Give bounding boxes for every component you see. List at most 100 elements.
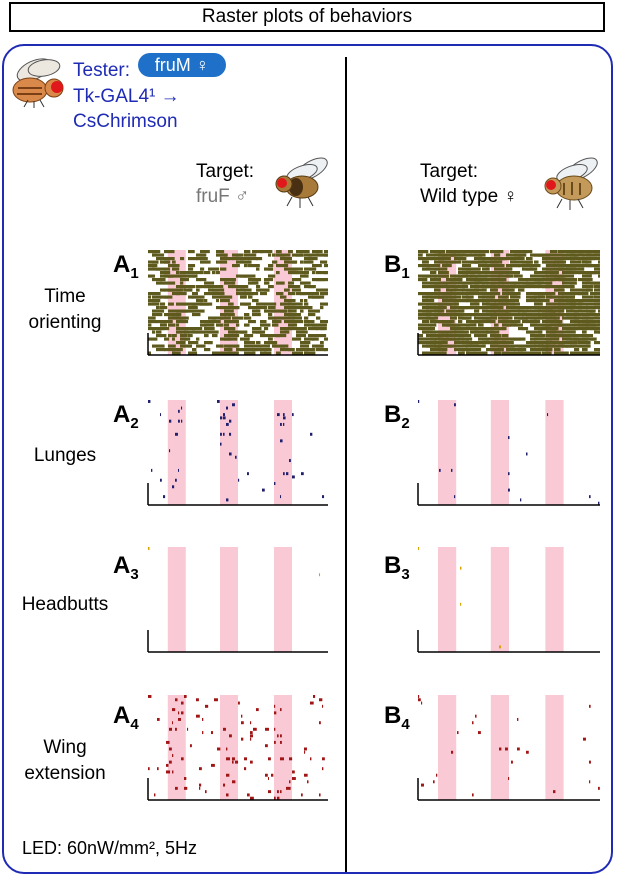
event-mark — [232, 757, 235, 761]
event-mark — [226, 757, 230, 761]
event-mark — [250, 796, 254, 800]
event-mark — [224, 323, 230, 327]
event-mark — [228, 337, 238, 341]
event-mark — [308, 313, 316, 317]
event-mark — [436, 773, 438, 777]
event-mark — [166, 740, 170, 744]
event-mark — [260, 351, 272, 355]
raster-a2-lunges — [147, 400, 328, 506]
event-mark — [590, 309, 596, 313]
event-mark — [216, 323, 224, 327]
event-mark — [277, 734, 279, 738]
event-mark — [558, 341, 565, 345]
event-mark — [554, 299, 562, 303]
tester-effector: CsChrimson — [73, 111, 178, 132]
event-mark — [553, 790, 556, 794]
event-mark — [434, 267, 441, 271]
event-mark — [304, 253, 312, 257]
event-mark — [518, 264, 524, 268]
event-mark — [268, 790, 272, 794]
event-mark — [308, 327, 318, 331]
event-mark — [430, 271, 437, 275]
event-mark — [148, 695, 152, 698]
event-mark — [164, 250, 175, 254]
event-mark — [196, 271, 204, 275]
event-mark — [558, 313, 564, 317]
event-mark — [562, 306, 574, 310]
event-mark — [594, 313, 599, 317]
event-mark — [223, 416, 226, 420]
event-mark — [240, 348, 249, 352]
event-mark — [169, 727, 172, 731]
event-mark — [184, 695, 187, 698]
event-mark — [586, 316, 599, 320]
event-mark — [466, 295, 472, 299]
event-mark — [180, 341, 186, 345]
event-mark — [300, 271, 307, 275]
event-mark — [172, 485, 175, 489]
event-mark — [232, 285, 245, 289]
panel-label-a2: A2 — [113, 401, 139, 432]
event-mark — [238, 478, 240, 482]
event-mark — [450, 344, 468, 348]
event-mark — [148, 400, 151, 403]
event-mark — [274, 711, 277, 715]
event-mark — [220, 253, 228, 257]
event-mark — [450, 295, 462, 299]
event-mark — [558, 285, 574, 289]
event-mark — [514, 337, 526, 341]
event-mark — [228, 334, 237, 338]
event-mark — [517, 717, 519, 721]
event-mark — [574, 309, 579, 313]
event-mark — [466, 299, 479, 303]
event-mark — [518, 288, 525, 292]
event-mark — [204, 299, 208, 303]
event-mark — [272, 341, 278, 345]
event-mark — [530, 264, 541, 268]
event-mark — [252, 299, 259, 303]
event-mark — [152, 264, 158, 268]
event-mark — [594, 285, 600, 289]
event-mark — [554, 264, 562, 268]
event-mark — [244, 274, 256, 278]
event-mark — [169, 419, 172, 423]
event-mark — [148, 267, 160, 271]
event-mark — [542, 327, 556, 331]
event-mark — [589, 760, 591, 764]
event-mark — [482, 337, 489, 341]
event-mark — [438, 257, 445, 261]
event-mark — [200, 278, 207, 282]
event-mark — [430, 302, 435, 306]
event-mark — [486, 271, 503, 275]
event-mark — [498, 257, 514, 261]
event-mark — [530, 337, 537, 341]
event-mark — [244, 323, 250, 327]
event-mark — [152, 344, 165, 348]
event-mark — [514, 257, 525, 261]
event-mark — [434, 285, 444, 289]
event-mark — [490, 309, 497, 313]
event-mark — [220, 442, 222, 446]
event-mark — [534, 337, 552, 341]
raster-a4-wing — [147, 695, 328, 801]
event-mark — [248, 264, 260, 268]
event-mark — [300, 292, 313, 296]
event-mark — [300, 274, 309, 278]
event-mark — [558, 309, 565, 313]
event-mark — [454, 327, 464, 331]
event-mark — [474, 341, 479, 345]
event-mark — [582, 344, 591, 348]
event-mark — [578, 264, 583, 268]
event-mark — [292, 302, 303, 306]
event-mark — [590, 264, 600, 268]
event-mark — [474, 274, 487, 278]
event-mark — [454, 302, 459, 306]
event-mark — [283, 422, 285, 426]
event-mark — [534, 306, 542, 310]
event-mark — [196, 288, 200, 292]
event-mark — [292, 271, 300, 275]
event-mark — [181, 701, 184, 705]
event-mark — [176, 330, 182, 334]
event-mark — [308, 309, 320, 313]
event-mark — [320, 302, 328, 306]
